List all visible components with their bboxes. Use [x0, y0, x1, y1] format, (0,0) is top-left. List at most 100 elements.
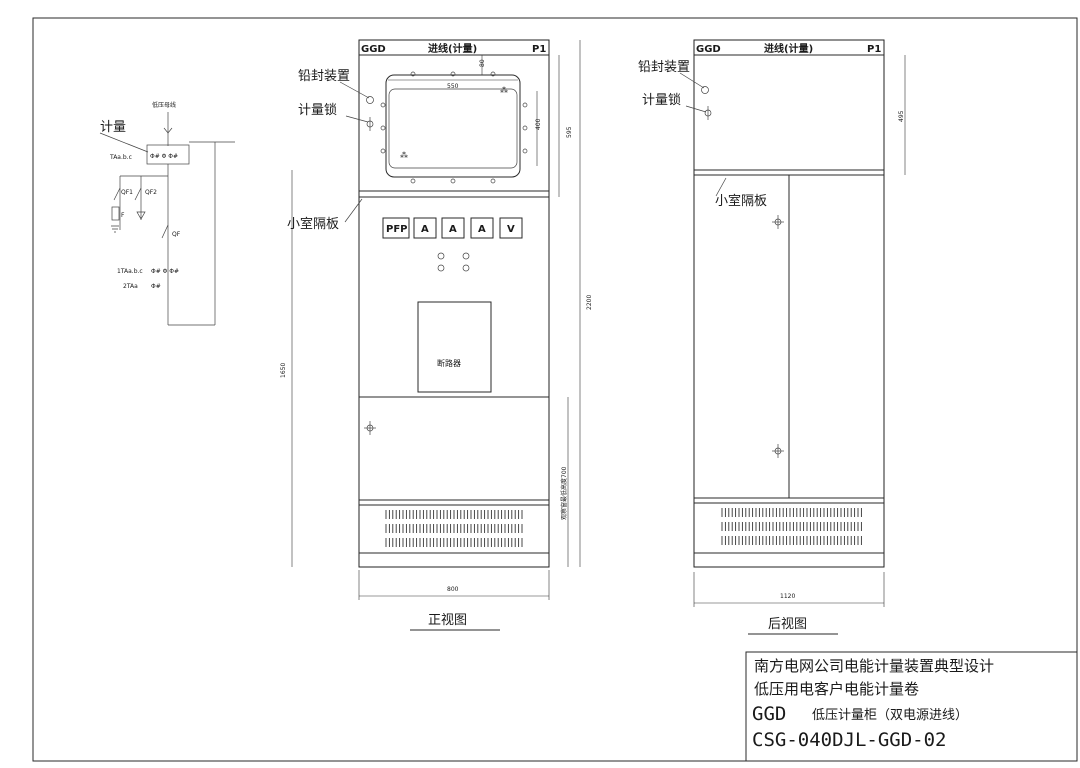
meter-label: PFP	[386, 224, 408, 235]
metering-leader	[99, 132, 149, 153]
window-bolt	[450, 178, 456, 184]
window-bolt	[522, 102, 528, 108]
back-lock-leader	[685, 105, 707, 113]
meter-v	[499, 217, 523, 239]
qf-label: QF	[172, 231, 181, 238]
qf2-triangle	[136, 211, 146, 220]
window-bolt	[490, 178, 496, 184]
sheet-border	[32, 17, 1078, 762]
title-line-1: 南方电网公司电能计量装置典型设计	[754, 657, 994, 675]
window-glare-mark: ⁂	[400, 150, 408, 160]
dim-800: 800	[447, 586, 459, 593]
window-glare-mark: ⁂	[500, 85, 508, 95]
ct-symbols: Φ# Φ Φ#	[150, 153, 178, 160]
meter-a2	[441, 217, 465, 239]
dim-550: 550	[447, 83, 459, 90]
indicator-lamp	[437, 252, 445, 260]
window-bolt	[522, 148, 528, 154]
indicator-lamp	[437, 264, 445, 272]
back-lock-label: 计量锁	[642, 92, 681, 108]
ground-symbol	[111, 225, 119, 233]
back-partition-leader	[715, 177, 727, 197]
title-line-3-prefix: GGD	[752, 703, 786, 725]
meter-label: V	[507, 224, 515, 235]
meter-a3	[470, 217, 494, 239]
ct2-symbols: Φ#	[151, 283, 161, 290]
meter-a1	[413, 217, 437, 239]
front-view: GGD 进线(计量) P1 ⁂ ⁂ 550 80 400 铅封装置 计量锁	[280, 39, 593, 631]
back-header-left: GGD	[696, 44, 721, 55]
meter-label: A	[478, 224, 486, 235]
back-header-center: 进线(计量)	[764, 42, 813, 55]
indicator-lamp	[462, 264, 470, 272]
front-seal-leader	[339, 81, 370, 99]
back-vent-slots	[721, 508, 862, 545]
front-partition-leader	[344, 198, 363, 223]
back-view: GGD 进线(计量) P1 铅封装置 计量锁 小室隔板 495 1120 后视图	[638, 39, 906, 635]
window-bolt	[380, 102, 386, 108]
title-block-frame	[745, 651, 1078, 762]
observation-window	[385, 74, 521, 178]
dim-80: 80	[479, 59, 486, 67]
dim-400: 400	[535, 118, 542, 130]
front-lock-label: 计量锁	[298, 102, 337, 118]
title-block: 南方电网公司电能计量装置典型设计 低压用电客户电能计量卷 GGD 低压计量柜（双…	[745, 651, 1078, 762]
meter-row: PFP A A A V	[382, 217, 523, 239]
seal-device-icon	[366, 96, 374, 104]
front-partition-label: 小室隔板	[287, 216, 339, 232]
back-seal-leader	[679, 72, 705, 89]
dim-1650: 1650	[280, 363, 287, 378]
front-caption: 正视图	[428, 613, 467, 628]
front-header-right: P1	[532, 44, 546, 55]
observation-window-inner	[388, 88, 518, 169]
single-line-diagram: 低压母线 计量 TAa.b.c Φ# Φ Φ# QF1 QF2 F QF 1TA…	[99, 101, 235, 326]
front-seal-label: 铅封装置	[298, 69, 350, 84]
back-partition-label: 小室隔板	[715, 193, 767, 209]
indicator-lamp	[462, 252, 470, 260]
metering-label: 计量	[100, 120, 126, 135]
ct2-label: 2TAa	[123, 283, 138, 290]
feed-arrow	[163, 127, 173, 134]
meter-label: A	[421, 224, 429, 235]
meter-pfp	[382, 217, 410, 239]
surge-arrester	[111, 206, 120, 221]
ct1-label: 1TAa.b.c	[117, 268, 143, 275]
back-caption: 后视图	[768, 617, 807, 632]
breaker-label: 断路器	[437, 358, 461, 368]
front-vent-slots	[385, 510, 523, 547]
qf-switch	[161, 224, 169, 239]
qf2-label: QF2	[145, 189, 157, 196]
ct-label: TAa.b.c	[109, 154, 132, 161]
window-bolt	[410, 178, 416, 184]
window-bolt	[522, 125, 528, 131]
title-line-2: 低压用电客户电能计量卷	[754, 680, 919, 698]
meter-label: A	[449, 224, 457, 235]
breaker-panel	[417, 301, 492, 393]
dim-595: 595	[566, 126, 573, 138]
f-label: F	[121, 212, 125, 219]
window-bolt	[410, 71, 416, 77]
back-seal-label: 铅封装置	[638, 60, 690, 75]
qf1-label: QF1	[121, 189, 133, 196]
qf2-switch	[134, 187, 142, 201]
ct1-symbols: Φ# Φ Φ#	[151, 268, 179, 275]
dim-495: 495	[898, 110, 905, 122]
dim-2200: 2200	[586, 295, 593, 310]
window-bolt	[380, 125, 386, 131]
front-header-left: GGD	[361, 44, 386, 55]
front-lock-leader	[345, 115, 369, 123]
drawing-code: CSG-040DJL-GGD-02	[752, 729, 946, 751]
back-seal-device-icon	[701, 86, 709, 94]
dim-1120: 1120	[780, 593, 795, 600]
front-header-center: 进线(计量)	[428, 42, 477, 55]
window-bolt	[380, 148, 386, 154]
window-bolt	[490, 71, 496, 77]
back-header-right: P1	[867, 44, 881, 55]
window-bolt	[450, 71, 456, 77]
dim-700: 观察窗最低高度700	[560, 466, 568, 520]
qf1-switch	[113, 187, 121, 201]
title-line-3-rest: 低压计量柜（双电源进线）	[812, 708, 968, 723]
busbar-label: 低压母线	[152, 101, 176, 109]
